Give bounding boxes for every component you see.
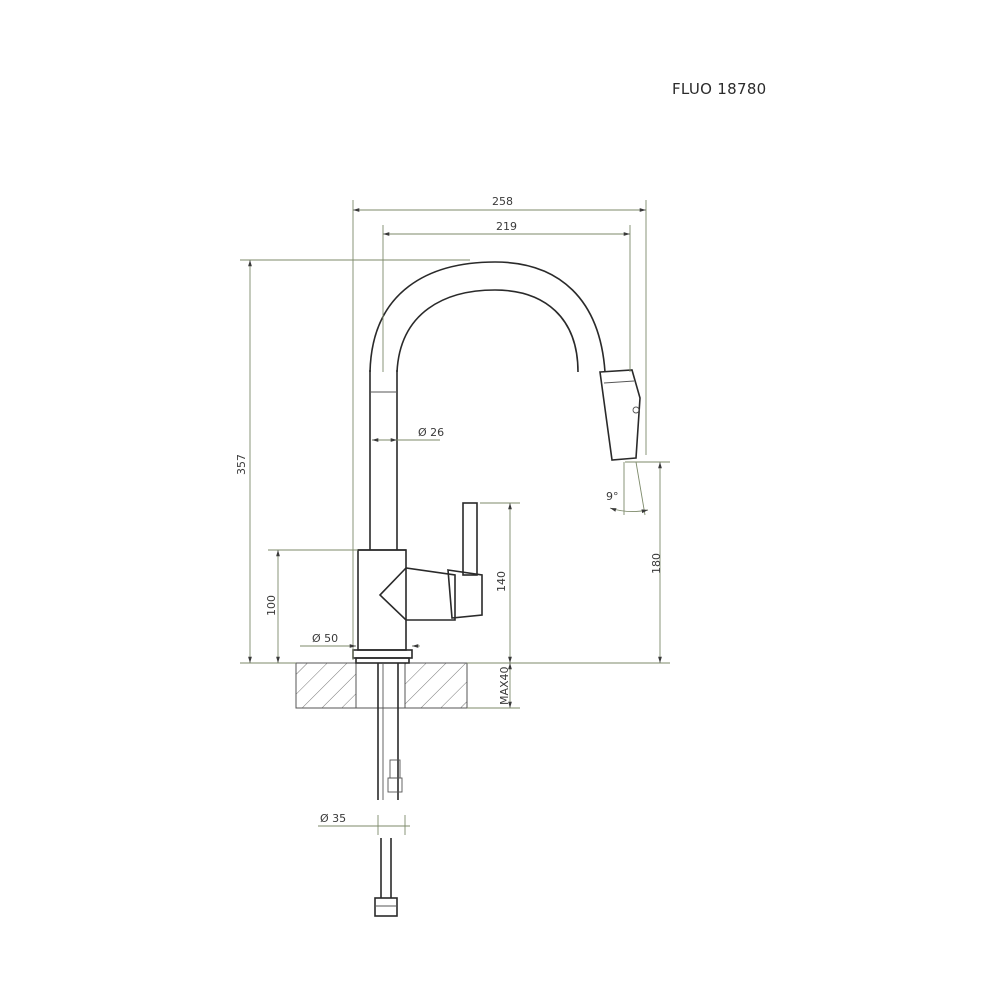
- dim-base-diameter: Ø 50: [312, 632, 338, 645]
- drawing-title: FLUO 18780: [672, 80, 767, 98]
- faucet-outline: [352, 261, 641, 917]
- dim-max-thickness: MAX40: [498, 666, 511, 705]
- dim-spray-angle: 9°: [606, 490, 619, 503]
- dim-shank-diameter: Ø 35: [320, 812, 346, 825]
- dim-overall-reach: 258: [492, 195, 513, 208]
- dim-spout-reach: 219: [496, 220, 517, 233]
- dim-total-height: 357: [235, 454, 248, 475]
- dim-spout-clearance: 180: [650, 553, 663, 574]
- dimension-labels: 258 219 357 Ø 26 9° 180 140 100 Ø 50 MAX…: [235, 195, 663, 825]
- countertop-section: [295, 662, 468, 709]
- dimension-lines: [240, 200, 670, 835]
- dim-body-height: 100: [265, 595, 278, 616]
- dim-spout-diameter: Ø 26: [418, 426, 444, 439]
- dim-handle-height: 140: [495, 571, 508, 592]
